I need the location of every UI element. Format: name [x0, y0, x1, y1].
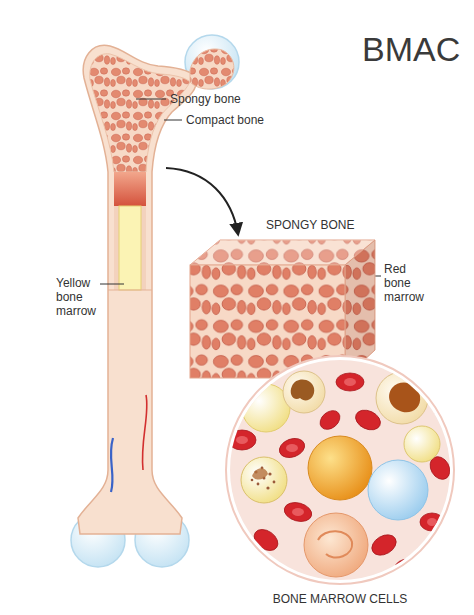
part-label: Yellow bone marrow	[56, 276, 102, 318]
red-cell-centre	[286, 444, 298, 452]
compact-bone	[78, 45, 197, 534]
artery	[142, 395, 147, 470]
magnifier-ground	[230, 360, 450, 580]
cell-nucleus	[389, 382, 420, 412]
cell-nucleus	[291, 379, 315, 400]
leader-line	[164, 120, 182, 121]
monocyte	[376, 372, 428, 424]
red-cell-centre	[292, 508, 304, 516]
cut-edge	[108, 289, 152, 290]
cell-texture	[318, 531, 352, 557]
red-blood-cell	[250, 525, 282, 555]
part-label: Red bone marrow	[384, 262, 434, 304]
red-blood-cell	[395, 559, 421, 577]
red-blood-cell	[420, 513, 444, 531]
marrow-cell	[304, 513, 368, 577]
spongy-bone	[90, 54, 190, 172]
leader-lines	[100, 99, 381, 284]
neutrophil	[283, 371, 325, 413]
red-blood-cell	[434, 402, 456, 418]
marrow-cell	[404, 426, 440, 462]
cube-top	[190, 240, 375, 265]
cube-top-shade	[190, 240, 375, 265]
leader-line	[136, 99, 166, 100]
marrow-cells-view	[226, 356, 456, 584]
red-blood-cell	[368, 531, 400, 560]
part-label: Spongy bone	[170, 92, 241, 106]
red-blood-cell	[231, 373, 257, 391]
marrow-cell	[368, 460, 428, 520]
femoral-head-cartilage	[185, 35, 239, 89]
leader-line	[100, 284, 124, 285]
head-spongy-bone	[190, 49, 234, 89]
part-label: Compact bone	[186, 113, 264, 127]
red-cell-centre	[427, 518, 437, 526]
red-blood-cell	[282, 500, 314, 525]
zoom-arrow	[166, 168, 238, 234]
eosinophil	[241, 457, 287, 503]
red-marrow-band	[114, 172, 146, 206]
title: BMAC	[362, 30, 460, 68]
section-caption: BONE MARROW CELLS	[273, 592, 408, 606]
red-blood-cells	[228, 373, 456, 577]
red-cell-centre	[344, 378, 356, 386]
magnifier-rim	[226, 356, 454, 584]
cell-nucleus	[252, 468, 268, 479]
section-heading: SPONGY BONE	[266, 218, 354, 232]
yellow-marrow-cavity	[119, 206, 141, 290]
cut-compact-wall	[114, 206, 146, 290]
red-blood-cell	[228, 430, 256, 450]
vein	[111, 438, 113, 492]
red-blood-cell	[316, 407, 343, 433]
red-cell-centre	[236, 436, 248, 444]
marrow-cell	[308, 436, 372, 500]
marrow-cells	[228, 371, 456, 577]
granules	[251, 467, 276, 490]
red-blood-cell	[277, 435, 308, 461]
red-cell-centre	[238, 378, 250, 386]
red-blood-cell	[336, 373, 364, 391]
